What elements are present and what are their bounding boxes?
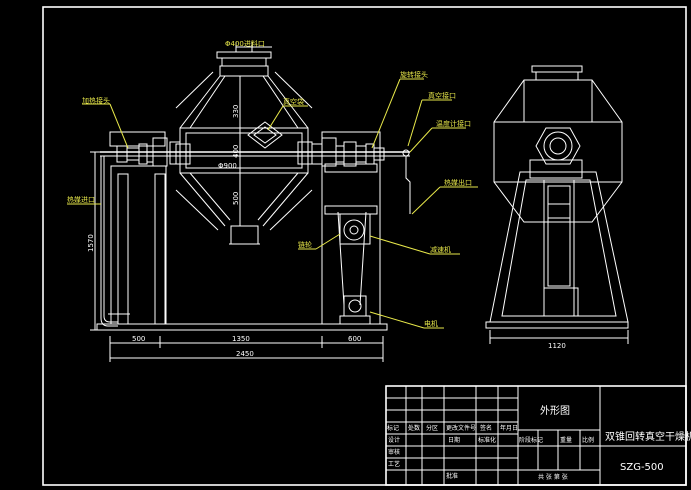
dim-1350: 1350 xyxy=(232,335,250,343)
tb-scale: 比例 xyxy=(582,436,594,444)
tb-hdr-mark: 标记 xyxy=(387,424,399,432)
front-labels: Φ400进料口 加热接头 真空袋 旋转接头 真空接口 温度计接口 热媒出口 热媒… xyxy=(67,39,478,329)
label-heat-medium-outlet: 热媒出口 xyxy=(444,178,472,187)
title-block: 标记 处数 分区 更改文件号 签名 年月日 设计 日期 标准化 审核 工艺 批准… xyxy=(385,385,691,486)
dim-500: 500 xyxy=(132,335,145,343)
tb-review: 审核 xyxy=(388,448,400,456)
tb-weight: 重量 xyxy=(560,436,572,444)
dim-330: 330 xyxy=(232,105,240,118)
tb-hdr-docno: 更改文件号 xyxy=(446,424,476,432)
dim-1570: 1570 xyxy=(87,234,95,252)
label-feed-port: Φ400进料口 xyxy=(225,39,265,48)
label-thermometer-port: 温度计接口 xyxy=(436,119,471,128)
dim-1120: 1120 xyxy=(548,342,566,350)
tb-process: 工艺 xyxy=(388,460,400,468)
tb-sheets: 共 张 第 张 xyxy=(538,473,568,481)
dim-phi900: Φ900 xyxy=(218,162,237,170)
label-heating-head: 加热接头 xyxy=(82,96,110,105)
label-vacuum-port: 真空接口 xyxy=(428,91,456,100)
tb-design: 设计 xyxy=(388,436,400,444)
dim-400: 400 xyxy=(232,145,240,158)
tb-hdr-date: 年月日 xyxy=(500,424,518,432)
front-view xyxy=(96,42,411,331)
drawing-border xyxy=(42,6,687,486)
tb-hdr-sign: 签名 xyxy=(480,424,492,432)
tb-date-lbl: 日期 xyxy=(448,436,460,444)
side-view: 1120 xyxy=(485,65,629,350)
label-motor: 电机 xyxy=(424,319,438,328)
label-chain: 链轮 xyxy=(298,240,312,249)
drawing-name: 外形图 xyxy=(540,405,570,417)
dim-2450: 2450 xyxy=(236,350,254,358)
front-dimensions: 500 1350 600 2450 1570 330 400 500 Φ900 xyxy=(87,76,384,362)
tb-stage-mark: 阶段标记 xyxy=(519,436,543,444)
label-rotary-joint: 旋转接头 xyxy=(400,70,428,79)
product-name: 双锥回转真空干燥机 xyxy=(605,430,691,443)
tb-approve: 批准 xyxy=(446,472,458,480)
dim-500-vertical: 500 xyxy=(232,192,240,205)
dim-600: 600 xyxy=(348,335,361,343)
label-heat-medium-inlet: 热媒进口 xyxy=(67,195,95,204)
label-vacuum-bag: 真空袋 xyxy=(283,97,304,106)
tb-hdr-qty: 处数 xyxy=(408,424,420,432)
tb-standardize: 标准化 xyxy=(478,436,496,444)
tb-hdr-zone: 分区 xyxy=(426,424,438,432)
model-number: SZG-500 xyxy=(620,462,664,473)
label-reducer: 减速机 xyxy=(430,245,451,254)
